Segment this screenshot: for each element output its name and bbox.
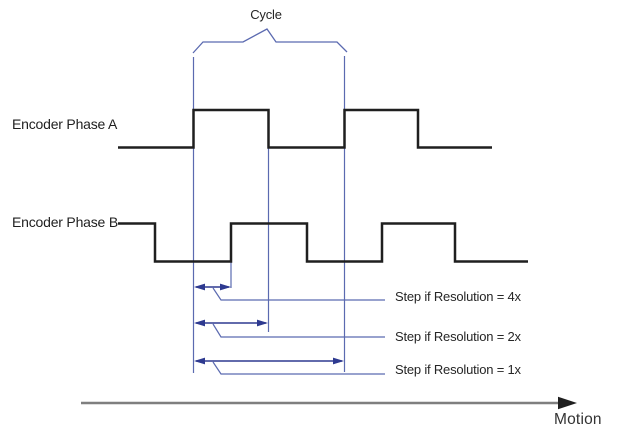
arrowhead-left-icon [194, 283, 205, 291]
cycle-label: Cycle [250, 7, 282, 22]
phase-b-waveform [118, 222, 528, 263]
arrowhead-right-icon [558, 396, 577, 410]
arrowhead-right-icon [257, 319, 268, 327]
phase-a-label: Encoder Phase A [12, 116, 118, 132]
phase-b-label: Encoder Phase B [12, 214, 118, 230]
cycle-bracket [192, 28, 348, 54]
arrowhead-right-icon [333, 357, 344, 365]
arrowhead-left-icon [194, 357, 205, 365]
arrowhead-right-icon [220, 283, 231, 291]
step-2x-leader-line [212, 323, 385, 338]
phase-a-waveform [118, 108, 492, 149]
step-4x-arrow [194, 283, 385, 301]
step-2x-label: Step if Resolution = 2x [395, 329, 521, 344]
step-1x-leader-line [212, 361, 385, 375]
arrowhead-left-icon [194, 319, 205, 327]
step-2x-arrow [194, 319, 385, 338]
step-4x-label: Step if Resolution = 4x [395, 289, 521, 304]
step-4x-leader-line [212, 287, 385, 301]
step-1x-arrow [194, 357, 385, 375]
motion-label: Motion [554, 411, 602, 428]
motion-arrow [81, 396, 577, 410]
step-1x-label: Step if Resolution = 1x [395, 362, 521, 377]
